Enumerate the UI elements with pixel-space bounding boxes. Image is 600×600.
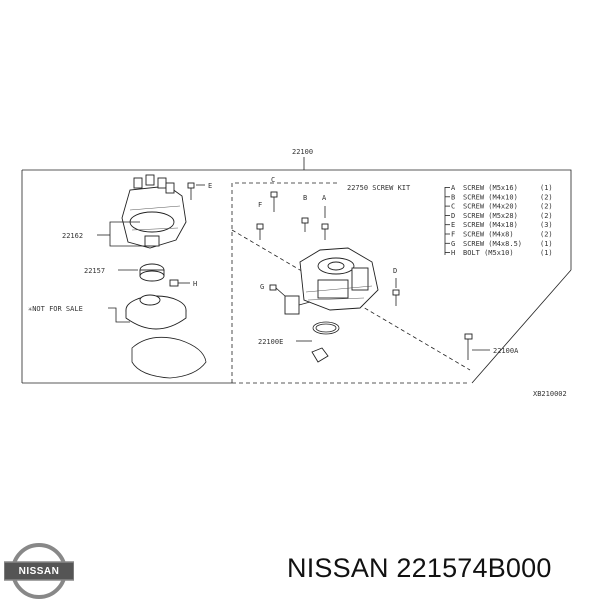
nissan-logo-text: NISSAN xyxy=(18,566,60,577)
kit-item-desc: SCREW (M5x16) xyxy=(463,184,518,192)
kit-item-desc: SCREW (M4x18) xyxy=(463,221,518,229)
label-cap: 22162 xyxy=(62,232,83,240)
kit-item-letter: H xyxy=(451,249,455,257)
kit-item-h: H BOLT (M5x10) (1) xyxy=(445,249,553,257)
distributor-cap xyxy=(121,174,187,249)
label-not-for-sale: ✳NOT FOR SALE xyxy=(28,305,83,313)
kit-item-desc: SCREW (M4x10) xyxy=(463,193,518,201)
screw-c: C xyxy=(270,176,278,212)
diagram-code: XB210002 xyxy=(533,390,567,398)
assembly-frame xyxy=(22,169,572,270)
callout-e-cap: E xyxy=(208,182,212,190)
gasket xyxy=(131,336,207,379)
kit-item-qty: (3) xyxy=(540,221,553,229)
rotor xyxy=(139,263,165,282)
kit-item-letter: D xyxy=(451,212,455,220)
kit-item-qty: (1) xyxy=(540,240,553,248)
part-title: NISSAN 221574B000 xyxy=(287,553,552,583)
svg-text:B: B xyxy=(303,194,307,202)
drive-coupling xyxy=(311,347,329,363)
kit-item-letter: C xyxy=(451,203,455,211)
kit-item-b: B SCREW (M4x10) (2) xyxy=(445,193,553,201)
kit-item-qty: (2) xyxy=(540,212,553,220)
bolt-22100a: 22100A xyxy=(464,333,519,360)
distributor-housing xyxy=(299,247,379,311)
kit-item-letter: A xyxy=(451,184,456,192)
screw-f: F xyxy=(256,201,264,240)
inner-cover xyxy=(125,294,187,330)
kit-item-letter: E xyxy=(451,221,455,229)
screw-a: A xyxy=(321,194,329,240)
kit-item-qty: (2) xyxy=(540,193,553,201)
svg-text:A: A xyxy=(322,194,327,202)
label-bolt: 22100A xyxy=(493,347,519,355)
kit-item-letter: B xyxy=(451,193,455,201)
svg-text:F: F xyxy=(258,201,262,209)
sub-assembly-box xyxy=(231,182,340,383)
kit-item-f: F SCREW (M4x8) (2) xyxy=(445,231,553,239)
kit-item-desc: SCREW (M4x8.5) xyxy=(463,240,522,248)
kit-item-qty: (2) xyxy=(540,231,553,239)
kit-list: A SCREW (M5x16) (1) B SCREW (M4x10) (2) C SCREW… xyxy=(445,184,553,257)
kit-item-letter: F xyxy=(451,231,455,239)
kit-item-c: C SCREW (M4x20) (2) xyxy=(445,203,553,211)
o-ring xyxy=(312,321,340,335)
kit-item-d: D SCREW (M5x28) (2) xyxy=(445,212,553,220)
kit-label: 22750 SCREW KIT xyxy=(347,184,411,192)
screw-b: B xyxy=(301,194,309,232)
kit-item-letter: G xyxy=(451,240,455,248)
callout-g: G xyxy=(260,283,264,291)
kit-item-desc: SCREW (M4x20) xyxy=(463,203,518,211)
svg-text:D: D xyxy=(393,267,397,275)
kit-item-desc: BOLT (M5x10) xyxy=(463,249,514,257)
bolt-h: H xyxy=(169,279,197,288)
kit-item-desc: SCREW (M5x28) xyxy=(463,212,518,220)
callout-h: H xyxy=(193,280,197,288)
assembly-label: 22100 xyxy=(292,148,313,156)
connector-g: G xyxy=(260,283,311,315)
kit-item-e: E SCREW (M4x18) (3) xyxy=(445,221,553,229)
kit-item-qty: (1) xyxy=(540,184,553,192)
label-rotor: 22157 xyxy=(84,267,105,275)
nissan-logo xyxy=(4,543,74,599)
screw-d: D xyxy=(392,267,400,306)
screw-e-cap: E xyxy=(187,182,212,200)
label-seal: 22100E xyxy=(258,338,283,346)
kit-item-g: G SCREW (M4x8.5) (1) xyxy=(445,240,553,248)
kit-item-qty: (1) xyxy=(540,249,553,257)
kit-item-qty: (2) xyxy=(540,203,553,211)
svg-text:C: C xyxy=(271,176,275,184)
kit-item-a: A SCREW (M5x16) (1) xyxy=(445,184,553,192)
kit-item-desc: SCREW (M4x8) xyxy=(463,231,514,239)
